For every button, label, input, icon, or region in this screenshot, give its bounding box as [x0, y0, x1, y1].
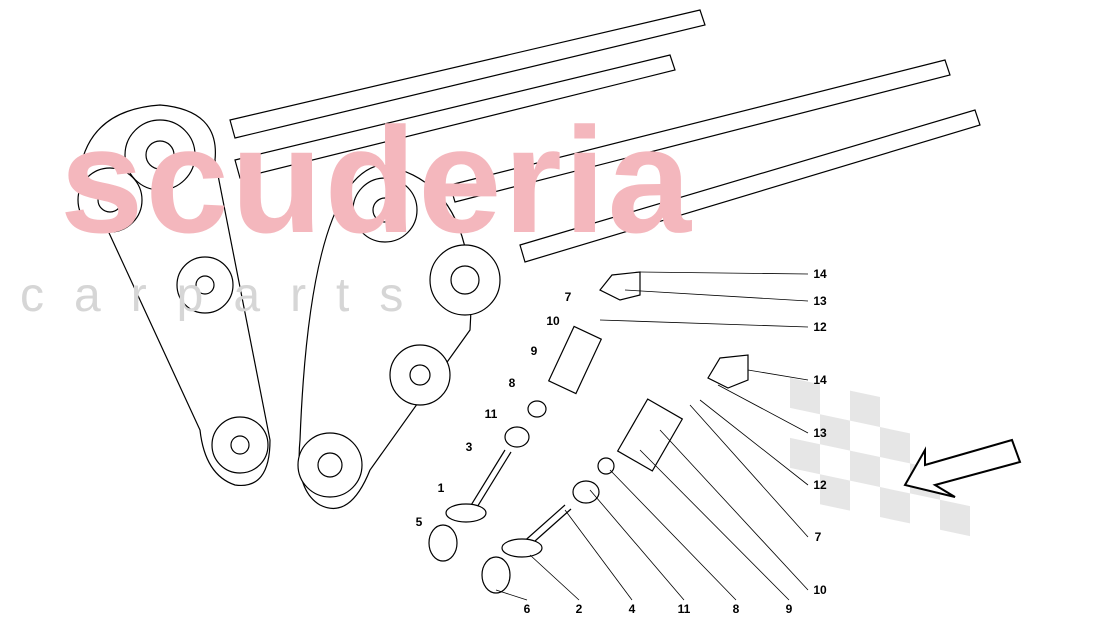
callout-8: 8	[732, 602, 740, 616]
callout-11: 11	[677, 602, 691, 616]
callout-14: 14	[813, 373, 827, 387]
checkered-flag	[790, 377, 970, 537]
callout-7: 7	[814, 530, 822, 544]
leader-lines	[495, 271, 809, 601]
arrow-left-down-icon	[903, 438, 1022, 498]
camshafts	[229, 9, 981, 263]
callout-1: 1	[437, 481, 445, 495]
callout-13: 13	[813, 426, 827, 440]
callout-3: 3	[465, 440, 473, 454]
callout-2: 2	[575, 602, 583, 616]
watermark-logo: scuderia	[60, 96, 693, 264]
watermark-subtitle: carparts	[20, 269, 434, 322]
valve-assemblies	[428, 271, 749, 594]
callout-10: 10	[546, 314, 560, 328]
callout-14: 14	[813, 267, 827, 281]
callout-4: 4	[628, 602, 636, 616]
callout-12: 12	[813, 478, 827, 492]
callout-7: 7	[564, 290, 572, 304]
callout-9: 9	[785, 602, 793, 616]
timing-belts	[77, 104, 501, 510]
callout-12: 12	[813, 320, 827, 334]
callout-9: 9	[530, 344, 538, 358]
callout-10: 10	[813, 583, 827, 597]
callout-13: 13	[813, 294, 827, 308]
callout-5: 5	[415, 515, 423, 529]
callout-8: 8	[508, 376, 516, 390]
callout-11: 11	[484, 407, 498, 421]
callout-6: 6	[523, 602, 531, 616]
